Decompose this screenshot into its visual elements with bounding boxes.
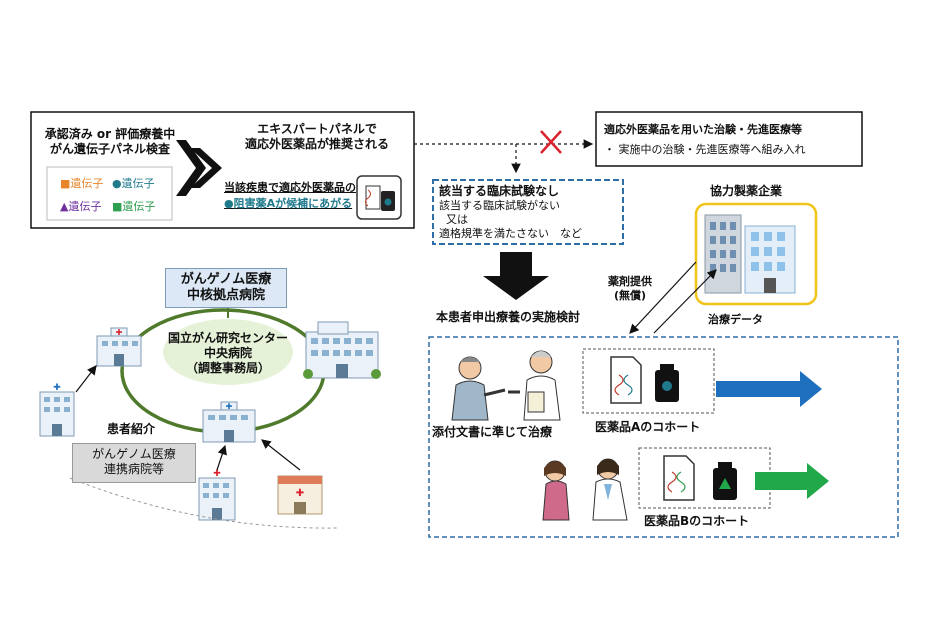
document-b-icon — [663, 455, 695, 501]
offlabel-bullet: ・ 実施中の治験・先進医療等へ組み入れ — [604, 143, 806, 156]
down-arrow-icon — [483, 252, 549, 300]
treatment-frame — [428, 336, 899, 538]
drug-bottle-icon — [356, 175, 402, 220]
hospital-icon: ✚ — [202, 401, 256, 443]
candidate-line2: ●阻害薬Aが候補にあがる — [224, 197, 352, 211]
expert-panel-line1: エキスパートパネルで — [257, 122, 377, 136]
cohort-a-arrow-icon — [716, 371, 822, 407]
center-line3: （調整事務局） — [185, 361, 270, 375]
svg-text:✚: ✚ — [116, 328, 123, 337]
candidate-line2-text: ●阻害薬Aが候補にあがる — [224, 197, 353, 210]
svg-text:✚: ✚ — [226, 402, 233, 411]
doctor-patient-illustration — [451, 350, 561, 421]
cohort-a-label: 医薬品Aのコホート — [595, 420, 701, 434]
gene-label-4: ■遺伝子 — [112, 200, 156, 213]
gene-label-2: ●遺伝子 — [112, 177, 155, 190]
doctor-patient-b-illustration — [542, 458, 628, 521]
expert-panel-title: エキスパートパネルで 適応外医薬品が推奨される — [222, 122, 412, 152]
drug-b-bottle-icon — [713, 462, 737, 500]
supply-label: 薬剤提供 (無償) — [607, 275, 653, 303]
no-trial-title: 該当する臨床試験なし — [439, 184, 560, 198]
treatment-label: 添付文書に準じて治療 — [432, 425, 553, 439]
supply-line1: 薬剤提供 — [608, 275, 652, 288]
referral-label: 患者紹介 — [107, 422, 156, 436]
hospital-icon — [303, 321, 381, 379]
liaison-line1: がんゲノム医療 — [92, 447, 176, 461]
gene-label-3: ▲遺伝子 — [60, 200, 102, 213]
hub-line1: がんゲノム医療 — [180, 272, 272, 287]
building-icon — [704, 214, 796, 294]
cohort-b-arrow-icon — [755, 463, 829, 499]
hospital-icon: ✚ — [96, 327, 142, 367]
no-trial-line2: 又は — [446, 213, 468, 226]
cross-icon — [540, 130, 562, 154]
center-line1: 国立がん研究センター — [167, 331, 288, 345]
hub-line2: 中核拠点病院 — [186, 288, 265, 303]
svg-text:✚: ✚ — [53, 383, 61, 393]
drug-a-bottle-icon — [655, 364, 679, 402]
panel-test-line2: がん遺伝子パネル検査 — [49, 142, 170, 156]
no-trial-line3: 適格規準を満たさない など — [439, 227, 582, 240]
panel-test-title: 承認済み or 評価療養中 がん遺伝子パネル検査 — [40, 127, 180, 157]
offlabel-box — [595, 111, 863, 167]
candidate-line1: 当該疾患で適応外医薬品の — [224, 181, 356, 194]
gene-label-1: ■遺伝子 — [60, 177, 104, 190]
chevron-arrow-icon — [190, 148, 222, 188]
liaison-box: がんゲノム医療 連携病院等 — [72, 443, 196, 483]
no-trial-line1: 該当する臨床試験がない — [439, 199, 560, 212]
center-line2: 中央病院 — [203, 346, 252, 360]
offlabel-title: 適応外医薬品を用いた治験・先進医療等 — [604, 123, 802, 136]
hospital-icon: ✚ — [198, 469, 236, 521]
supply-line2: (無償) — [613, 289, 647, 302]
center-ellipse — [163, 319, 293, 385]
liaison-line2: 連携病院等 — [103, 462, 164, 476]
panel-test-line1: 承認済み or 評価療養中 — [44, 127, 176, 141]
document-icon — [610, 356, 642, 404]
no-trial-box — [432, 179, 624, 245]
expert-panel-line2: 適応外医薬品が推奨される — [244, 137, 389, 151]
hospital-icon: ✚ — [277, 475, 323, 515]
company-title: 協力製薬企業 — [710, 184, 783, 198]
data-label: 治療データ — [708, 313, 763, 326]
hub-hospital-box: がんゲノム医療 中核拠点病院 — [165, 268, 287, 308]
cohort-b-label: 医薬品Bのコホート — [644, 514, 750, 528]
cohort-a-box — [582, 348, 715, 414]
review-label: 本患者申出療養の実施検討 — [436, 310, 581, 324]
cohort-b-box — [638, 447, 771, 509]
hospital-icon: ✚ — [39, 383, 75, 437]
svg-text:✚: ✚ — [213, 469, 221, 479]
center-label: 国立がん研究センター 中央病院 （調整事務局） — [158, 331, 298, 376]
gene-list-box — [46, 166, 173, 221]
svg-text:✚: ✚ — [296, 488, 304, 499]
